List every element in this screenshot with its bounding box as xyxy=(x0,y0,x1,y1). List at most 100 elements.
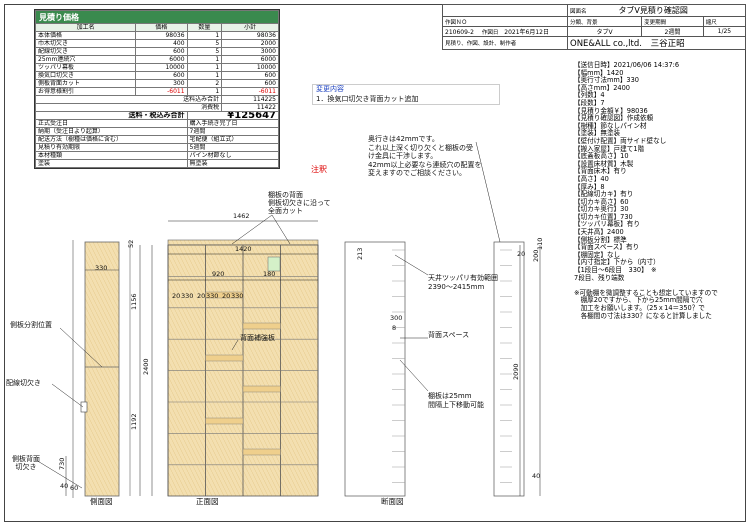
spec-line: 【設置床材質】木製 xyxy=(574,159,634,168)
class-value: タブV xyxy=(596,29,613,36)
spec-line: 【見積り金額￥】98036 xyxy=(574,106,648,115)
caution-text: 奥行きは42mmです。これ以上深く切り欠くと棚板の受け金具に干渉します。42mm… xyxy=(368,135,482,178)
back-board xyxy=(205,291,244,299)
callout-back-board: 背面補強板 xyxy=(240,334,275,342)
back-board xyxy=(242,322,281,330)
spec-line: 【天井高】2400 xyxy=(574,228,624,237)
label-side-view: 側面図 xyxy=(90,497,113,506)
spec-line: 【列数】4 xyxy=(574,91,605,100)
front-view xyxy=(167,239,319,497)
spec-line: 【棚固定】なし xyxy=(574,250,621,259)
title-block: 図面名 タブV見積り確認図 作図ＮＯ 分類、背景 変更期間 縮尺 210609-… xyxy=(442,4,747,50)
drawing-no: 210609-2 xyxy=(445,29,474,36)
change-note-title: 変更内容 xyxy=(316,85,344,93)
spec-line: 【高さ】40 xyxy=(574,174,609,183)
side-view xyxy=(72,240,131,498)
dim-2090: 2090 xyxy=(512,363,520,380)
dim-cell: 20 xyxy=(222,292,230,300)
dim-180: 180 xyxy=(263,270,275,278)
spec-line: 【配線切カキ】有り xyxy=(574,190,634,199)
dim-40: 40 xyxy=(532,472,540,480)
dim-cell: 330 xyxy=(181,292,193,300)
doc-name: タブV見積り確認図 xyxy=(618,6,688,15)
section-left xyxy=(344,241,406,497)
dim-1462: 1462 xyxy=(233,212,250,220)
section-right xyxy=(493,241,525,497)
spec-line: 【送信日時】2021/06/06 14:37:6 xyxy=(574,61,680,69)
dimension-lines xyxy=(65,220,541,496)
spec-line: 【内寸指定】下から（内寸） xyxy=(574,258,660,267)
spec-line: 【壁付け配置】両サイド壁なし xyxy=(574,136,667,145)
spec-line: 【塗装】無塗装 xyxy=(574,129,621,138)
spec-list: 【送信日時】2021/06/06 14:37:6【幅mm】1420【奥行寸法mm… xyxy=(574,61,738,320)
spec-line: 【切カキ奥行】30 xyxy=(574,205,629,214)
spec-line: 7段目、残り端数 xyxy=(574,273,625,282)
callout-shelf-holes: 棚板は25mm 間隔上下移動可能 xyxy=(428,392,484,409)
spec-line: 【側板分割】標準 xyxy=(574,235,627,244)
info-row: 塗装無塗装 xyxy=(35,159,280,168)
side-panel xyxy=(84,241,120,497)
period-label: 変更期間 xyxy=(644,19,667,26)
spec-line: 【ツッパリ幕板】有り xyxy=(574,220,640,229)
label-section-view: 断面図 xyxy=(381,497,404,506)
wire-cutout xyxy=(80,401,88,413)
spec-line: 【底蓋板高さ】10 xyxy=(574,152,629,161)
dim-213: 213 xyxy=(356,248,364,260)
dim-60: 60 xyxy=(70,484,78,492)
callout-wire-cut: 配線切欠き xyxy=(6,379,41,387)
label-front-view: 正面図 xyxy=(196,497,219,506)
dim-cell: 330 xyxy=(206,292,218,300)
vent-cutout xyxy=(267,256,281,272)
spec-line: 【段数】7 xyxy=(574,98,605,107)
period-value: 2週間 xyxy=(664,29,681,36)
dim-1420: 1420 xyxy=(235,245,252,253)
dim-2400: 2400 xyxy=(142,358,150,375)
back-board xyxy=(205,354,244,362)
spec-line: 各棚間の寸法は330？になると計算しました xyxy=(574,311,712,320)
back-board xyxy=(205,417,244,425)
spec-line: 棚厚20ですから、下から25mm間隔で穴 xyxy=(574,296,703,305)
caution-line: け金具に干渉します。 xyxy=(368,152,438,160)
change-note: 変更内容 1．換気口切欠き背面カット追加 xyxy=(312,84,500,105)
callout-back-cut: 棚板の背面 側板切欠きに沿って 全面カット xyxy=(268,191,331,215)
section-view xyxy=(344,241,525,497)
spec-line: 【厚み】8 xyxy=(574,182,605,191)
drawing-date: 2021年6月12日 xyxy=(504,29,549,36)
class-label: 分類、背景 xyxy=(570,19,598,26)
caution-line: 42mm以上必要なら連続穴の配置を xyxy=(368,160,482,169)
dim-8: 8 xyxy=(392,324,396,332)
scale-value: 1/25 xyxy=(717,28,732,35)
author-name: 三谷正昭 xyxy=(650,39,685,49)
back-board xyxy=(242,385,281,393)
back-board xyxy=(242,448,281,456)
callout-side-back-cut: 側板背面 切欠き xyxy=(12,455,40,471)
scale-label: 縮尺 xyxy=(705,19,717,26)
spec-line: 【背面スペース】有り xyxy=(574,243,640,252)
caution-line: 変えますのでご相談ください。 xyxy=(368,169,466,177)
spec-line: 【1段目～6段目 330】 ※ xyxy=(574,266,657,275)
spec-line: 【高さmm】2400 xyxy=(574,83,631,92)
spec-line: 【切カキ高さ】60 xyxy=(574,197,629,206)
dim-20: 20 xyxy=(517,250,525,258)
change-note-item: 1．換気口切欠き背面カット追加 xyxy=(316,95,419,103)
caution-line: 奥行きは42mmです。 xyxy=(368,135,439,143)
dim-920: 920 xyxy=(212,270,224,278)
dim-730: 730 xyxy=(58,458,66,470)
dim-52: 52 xyxy=(127,240,135,248)
company-name: ONE&ALL co.,ltd. xyxy=(570,39,642,49)
dim-cell: 20 xyxy=(197,292,205,300)
caution-label: 注釈 xyxy=(311,165,327,174)
dim-40-left: 40 xyxy=(60,482,68,490)
doc-name-label: 図面名 xyxy=(570,9,587,15)
date-label: 作図日 xyxy=(481,30,499,36)
dim-cell: 330 xyxy=(231,292,243,300)
dim-1156: 1156 xyxy=(130,293,138,310)
spec-line: 【幅mm】1420 xyxy=(574,68,624,77)
spec-line: 【背面床木】有り xyxy=(574,167,627,176)
spec-line: 加工をお願いします。（25ｘ14＝350？で xyxy=(574,304,705,312)
